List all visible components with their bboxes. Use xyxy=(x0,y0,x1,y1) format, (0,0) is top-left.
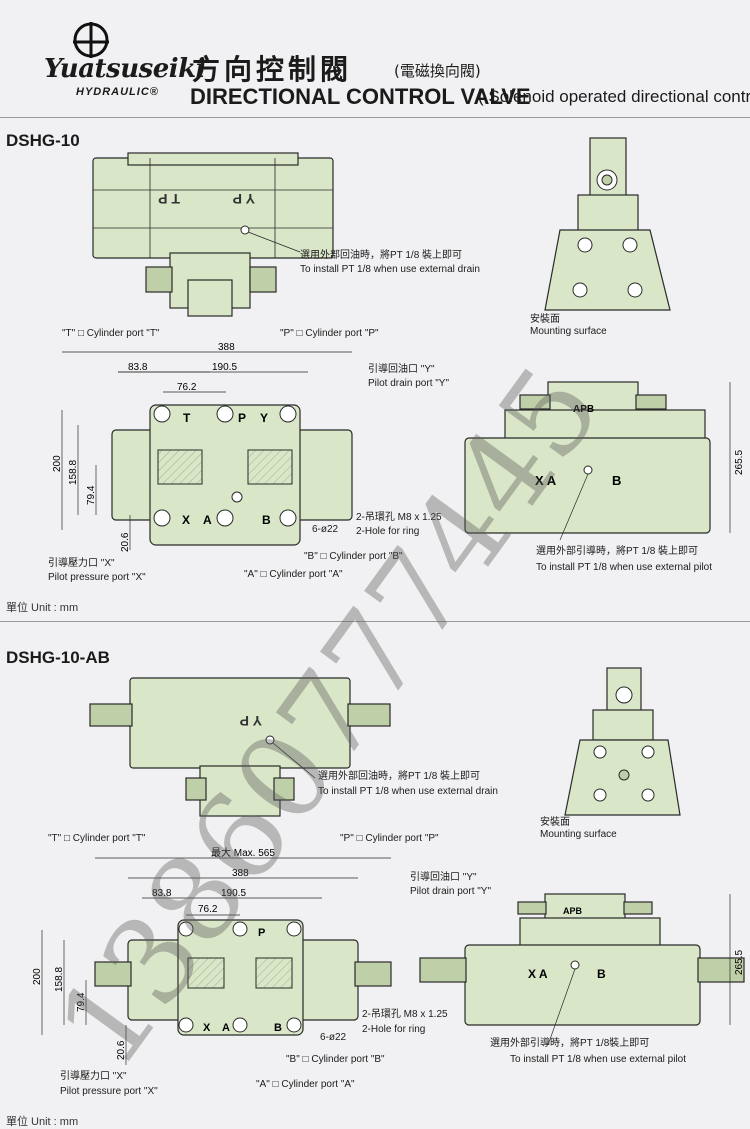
section1-diagram: T P Y P T P Y X A B 388 83.8 190.5 xyxy=(52,137,745,552)
s1-dim-79-4: 79.4 xyxy=(86,485,97,505)
brand-sub: HYDRAULIC® xyxy=(76,86,159,98)
s2-dim-76-2: 76.2 xyxy=(198,904,218,915)
s1-pilot-zh: 選用外部引導時，將PT 1/8 裝上即可 xyxy=(536,546,699,557)
s2-mount-en: Mounting surface xyxy=(540,829,617,840)
s2-y-port-zh: 引導回油口 "Y" xyxy=(410,872,477,883)
ab-top-view-valve xyxy=(89,677,391,817)
s2-dim-200: 200 xyxy=(32,968,43,985)
s2-dim-265-5: 265.5 xyxy=(734,950,745,975)
s1-a-port: "A" □ Cylinder port "A" xyxy=(244,569,343,580)
elev-xa-stamp: X A xyxy=(535,473,557,488)
s2-dim-158-8: 158.8 xyxy=(54,967,65,992)
plan-b-stamp: B xyxy=(262,513,271,527)
s1-mount-en: Mounting surface xyxy=(530,326,607,337)
s1-dim-265-5: 265.5 xyxy=(734,450,745,475)
plan-p-stamp: P xyxy=(238,411,246,425)
s1-pilot-en: To install PT 1/8 when use external pilo… xyxy=(536,562,713,573)
top-view-valve xyxy=(92,152,334,317)
s2-max: 最大 Max. 565 xyxy=(211,846,275,859)
top-view-tp-stamp: T P xyxy=(158,191,180,207)
s1-drain-en: To install PT 1/8 when use external drai… xyxy=(300,264,480,275)
s2-x-port-en: Pilot pressure port "X" xyxy=(60,1086,158,1097)
s1-y-port-zh: 引導回油口 "Y" xyxy=(368,364,435,375)
s2-ring-zh: 2-吊環孔 M8 x 1.25 xyxy=(362,1009,448,1020)
s2-y-port-en: Pilot drain port "Y" xyxy=(410,886,492,897)
plan-y-stamp: Y xyxy=(260,411,268,425)
s2-unit: 單位 Unit : mm xyxy=(6,1116,79,1128)
s2-pilot-en: To install PT 1/8 when use external pilo… xyxy=(510,1054,687,1065)
ab-elev-apb-stamp: APB xyxy=(563,906,583,916)
plan-t-stamp: T xyxy=(183,411,191,425)
s1-b-port: "B" □ Cylinder port "B" xyxy=(304,551,403,562)
s2-dim-388: 388 xyxy=(232,868,249,879)
s1-ring-en: 2-Hole for ring xyxy=(356,526,420,537)
drain-plug-icon xyxy=(240,225,250,235)
side-view-upper xyxy=(544,137,671,311)
ab-drain-plug-icon xyxy=(265,735,275,745)
s1-dim-76-2: 76.2 xyxy=(177,382,197,393)
s2-b-port: "B" □ Cylinder port "B" xyxy=(286,1054,385,1065)
s2-drain-en: To install PT 1/8 when use external drai… xyxy=(318,786,498,797)
ab-plan-a-stamp: A xyxy=(222,1022,230,1034)
brand-name: Yuatsuseiki xyxy=(44,54,206,84)
section1-title: DSHG-10 xyxy=(6,131,80,150)
ab-side-elevation-valve xyxy=(419,893,745,1026)
plan-a-stamp: A xyxy=(203,513,212,527)
title-en: DIRECTIONAL CONTROL VALVE xyxy=(190,84,531,109)
s1-x-port-en: Pilot pressure port "X" xyxy=(48,572,146,583)
title-en-sub: ( Solenoid operated directional control … xyxy=(478,87,750,106)
title-zh-sub: (電磁換向閥) xyxy=(394,62,481,80)
s1-dim-190-5: 190.5 xyxy=(212,362,237,373)
s2-ring-en: 2-Hole for ring xyxy=(362,1024,426,1035)
s2-dim-83-8: 83.8 xyxy=(152,888,172,899)
s2-x-port-zh: 引導壓力口 "X" xyxy=(60,1071,127,1082)
s1-dim-158-8: 158.8 xyxy=(68,460,79,485)
ab-top-yp-stamp: Y P xyxy=(240,713,262,729)
ab-plan-b-stamp: B xyxy=(274,1022,282,1034)
s1-ring-zh: 2-吊環孔 M8 x 1.25 xyxy=(356,512,442,523)
s1-drain-zh: 選用外部回油時，將PT 1/8 裝上即可 xyxy=(300,250,463,261)
section-divider xyxy=(0,621,750,622)
s1-p-port: "P" □ Cylinder port "P" xyxy=(280,328,379,339)
s2-drain-zh: 選用外部回油時，將PT 1/8 裝上即可 xyxy=(318,771,481,782)
s1-dim-388: 388 xyxy=(218,342,235,353)
s2-dim-79-4: 79.4 xyxy=(76,992,87,1012)
plan-x-stamp: X xyxy=(182,513,190,527)
ab-plan-p-stamp: P xyxy=(258,927,265,939)
s2-mount-zh: 安裝面 xyxy=(540,817,570,828)
s2-p-port: "P" □ Cylinder port "P" xyxy=(340,833,439,844)
s1-holes: 6-ø22 xyxy=(312,524,339,535)
elev-apb-stamp: APB xyxy=(573,404,594,415)
s2-holes: 6-ø22 xyxy=(320,1032,347,1043)
ab-elev-xa-stamp: X A xyxy=(528,967,548,981)
s1-y-port-en: Pilot drain port "Y" xyxy=(368,378,450,389)
s1-t-port: "T" □ Cylinder port "T" xyxy=(62,328,160,339)
ab-elev-b-stamp: B xyxy=(597,967,606,981)
s1-mount-zh: 安裝面 xyxy=(530,314,560,325)
s1-unit: 單位 Unit : mm xyxy=(6,602,79,614)
top-view-yp-stamp: Y P xyxy=(233,191,255,207)
s1-dim-20-6: 20.6 xyxy=(120,532,131,552)
s2-dim-190-5: 190.5 xyxy=(221,888,246,899)
s2-a-port: "A" □ Cylinder port "A" xyxy=(256,1079,355,1090)
s1-x-port-zh: 引導壓力口 "X" xyxy=(48,558,115,569)
s2-t-port: "T" □ Cylinder port "T" xyxy=(48,833,146,844)
ab-front-view-valve xyxy=(94,919,392,1036)
section2-diagram: Y P P X A B 最大 Max. 565 388 83.8 1 xyxy=(32,667,745,1065)
s2-pilot-zh: 選用外部引導時，將PT 1/8裝上即可 xyxy=(490,1038,650,1049)
title-zh: 方向控制閥 xyxy=(192,53,353,86)
ab-plan-x-stamp: X xyxy=(203,1022,211,1034)
s1-dim-200: 200 xyxy=(52,455,63,472)
elev-b-stamp: B xyxy=(612,473,621,488)
side-elevation-valve xyxy=(464,381,711,534)
s1-dim-83-8: 83.8 xyxy=(128,362,148,373)
brand-logo-icon xyxy=(73,22,109,58)
s2-dim-20-6: 20.6 xyxy=(116,1040,127,1060)
header-divider xyxy=(0,117,750,118)
header: Yuatsuseiki HYDRAULIC® 方向控制閥 (電磁換向閥) DIR… xyxy=(0,0,750,120)
section2-title: DSHG-10-AB xyxy=(6,648,110,667)
